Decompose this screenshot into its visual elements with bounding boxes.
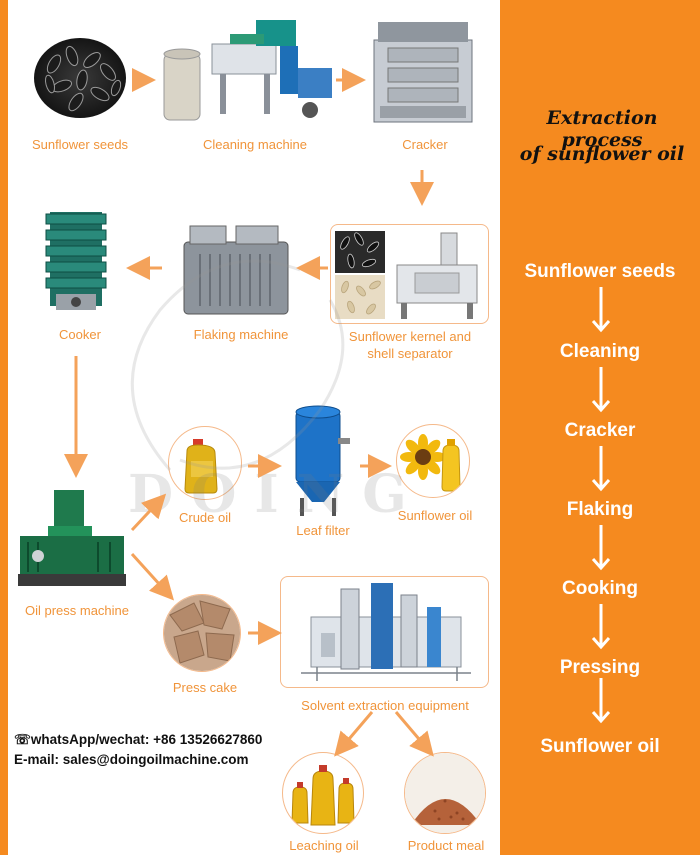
cleaning-machine-image: [160, 16, 340, 126]
leaf-filter-image: [282, 398, 354, 518]
label-crude-oil: Crude oil: [178, 510, 232, 525]
flow-arrow-down-icon: [591, 367, 611, 413]
contact-email: E-mail: sales@doingoilmachine.com: [14, 752, 249, 767]
separator-frame: [330, 224, 489, 324]
flow-arrow-down-icon: [591, 678, 611, 724]
flow-step-cooking: Cooking: [562, 578, 638, 599]
product-meal-image: [404, 752, 486, 834]
solvent-extraction-frame: [280, 576, 489, 688]
panel-title-line2: of sunflower oil: [519, 143, 685, 165]
label-separator: Sunflower kernel and shell separator: [348, 329, 472, 361]
label-sunflower-oil: Sunflower oil: [397, 508, 473, 523]
press-cake-image: [163, 594, 241, 672]
flow-arrow-down-icon: [591, 287, 611, 333]
panel-title-line1: Extraction process: [546, 107, 658, 151]
flow-step-pressing: Pressing: [559, 657, 641, 678]
flow-arrow-down-icon: [591, 525, 611, 571]
crude-oil-image: [168, 426, 242, 500]
cracker-image: [368, 14, 478, 126]
watermark-logo-swoosh: [130, 259, 345, 471]
leaching-oil-image: [282, 752, 364, 834]
cooker-image: [42, 204, 110, 316]
sunflower-seeds-image: [32, 36, 128, 120]
flow-step-sunflower-seeds: Sunflower seeds: [524, 261, 676, 282]
label-cleaning-machine: Cleaning machine: [202, 137, 308, 152]
left-accent-bar: [0, 0, 8, 855]
label-cracker: Cracker: [402, 137, 448, 152]
label-press-cake: Press cake: [172, 680, 238, 695]
label-solvent-extraction: Solvent extraction equipment: [301, 698, 469, 713]
flow-step-cracker: Cracker: [564, 420, 636, 441]
flow-step-cleaning: Cleaning: [559, 341, 641, 362]
label-leaching-oil: Leaching oil: [289, 838, 359, 853]
process-summary-panel: Extraction process of sunflower oil Sunf…: [500, 0, 700, 855]
flow-step-flaking: Flaking: [566, 499, 634, 520]
label-sunflower-seeds: Sunflower seeds: [31, 137, 129, 152]
oil-press-machine-image: [14, 486, 130, 590]
flow-step-sunflower-oil: Sunflower oil: [540, 736, 660, 757]
flow-arrow-down-icon: [591, 446, 611, 492]
flaking-machine-image: [176, 220, 296, 320]
label-product-meal: Product meal: [407, 838, 485, 853]
flow-arrow-down-icon: [591, 604, 611, 650]
label-oil-press-machine: Oil press machine: [24, 603, 130, 618]
label-flaking-machine: Flaking machine: [193, 327, 289, 342]
label-cooker: Cooker: [59, 327, 101, 342]
process-arrows: [64, 68, 434, 757]
label-leaf-filter: Leaf filter: [296, 523, 350, 538]
contact-whatsapp: ☏whatsApp/wechat: +86 13526627860: [14, 732, 263, 747]
